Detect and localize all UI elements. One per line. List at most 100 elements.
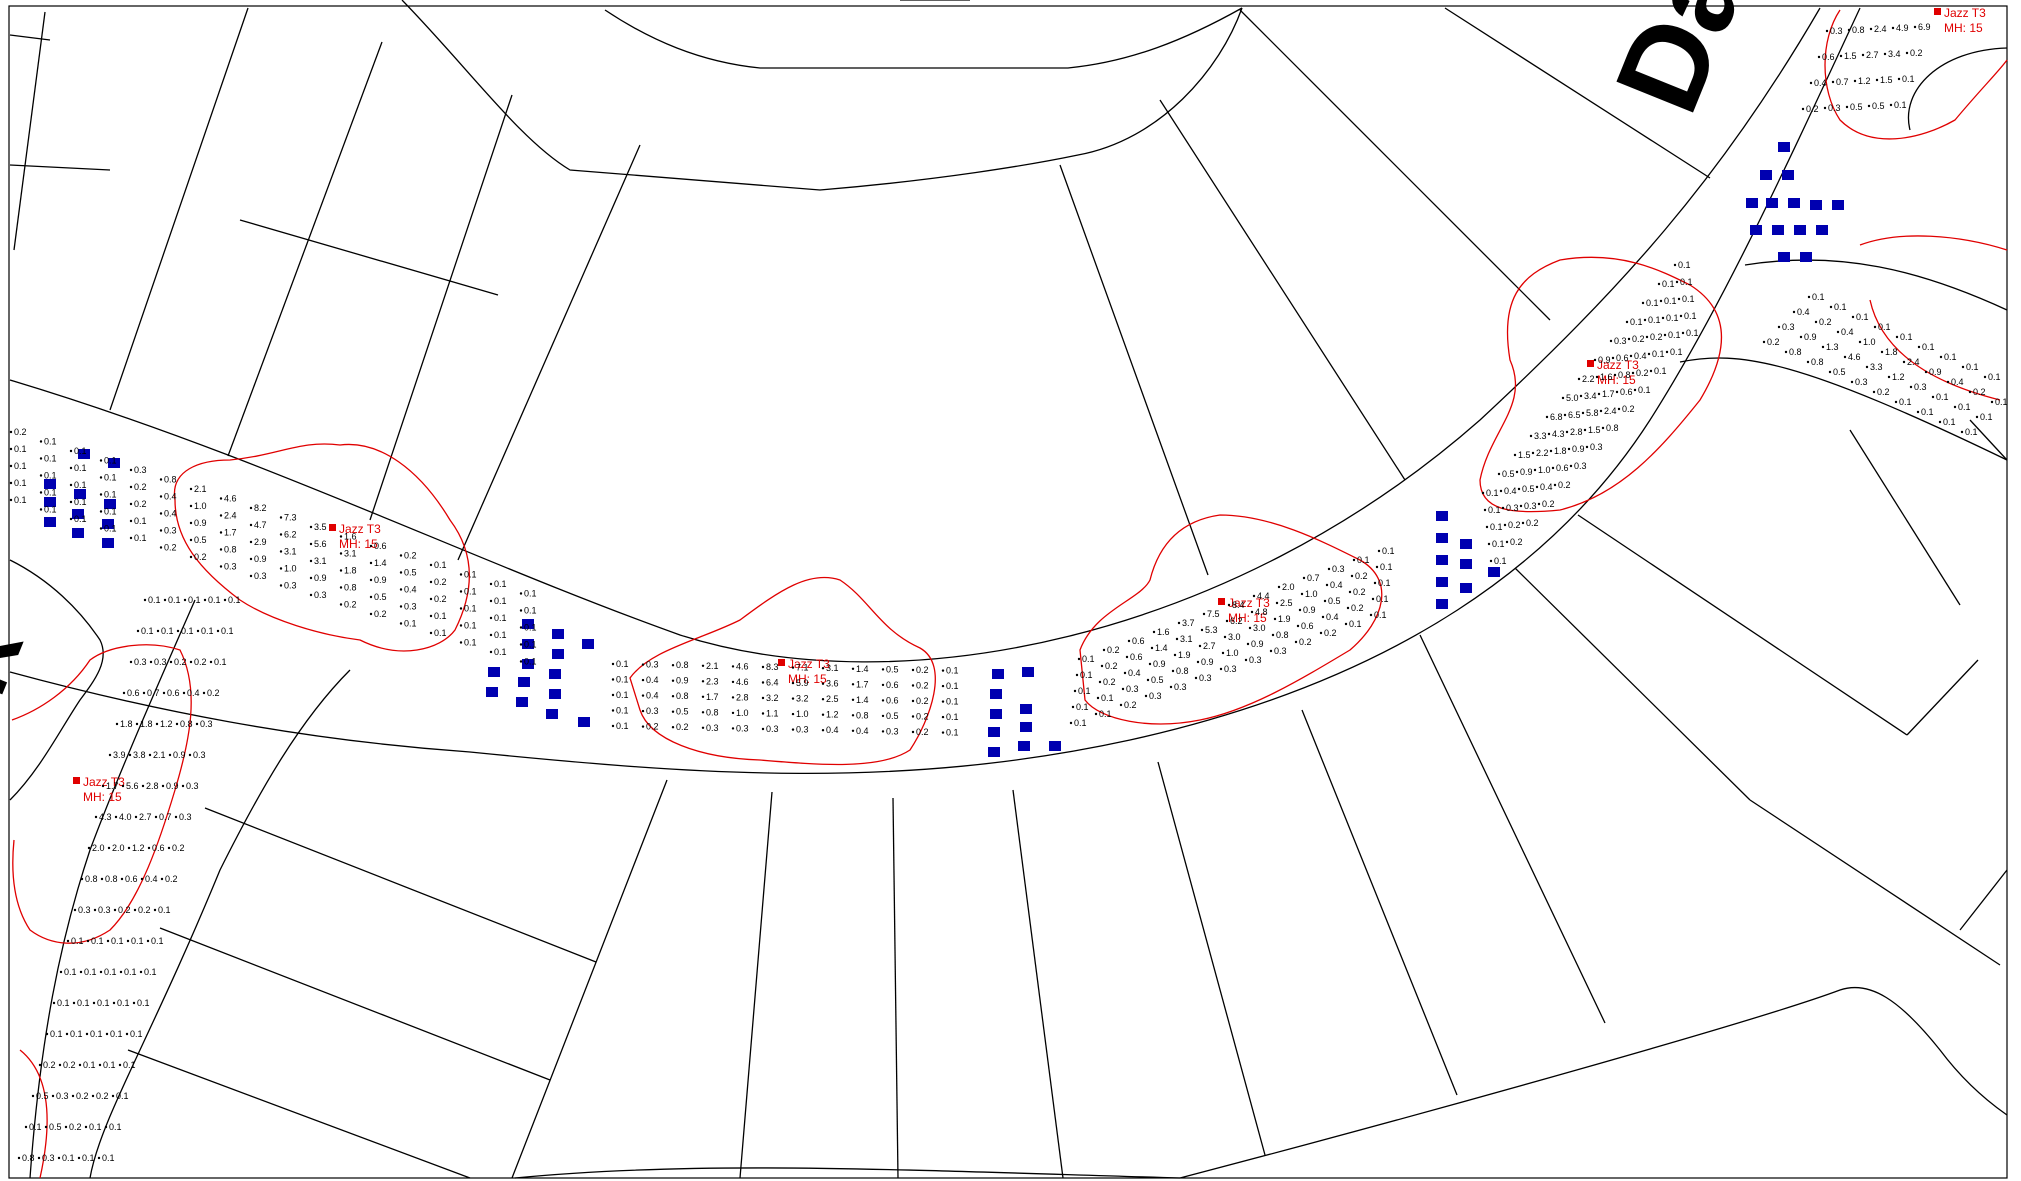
- calc-point-value: 0.4: [164, 492, 177, 502]
- calc-point-dot: [731, 696, 735, 699]
- calc-point-value: 3.3: [1870, 362, 1883, 372]
- calc-point-value: 1.0: [736, 708, 749, 718]
- calc-point-value: 7.1: [796, 663, 809, 673]
- calc-point-dot: [1499, 489, 1503, 493]
- calc-point-dot: [44, 1125, 48, 1129]
- calc-point-value: 0.3: [646, 660, 659, 670]
- calc-point-dot: [701, 695, 705, 698]
- calc-point-dot: [1853, 79, 1857, 83]
- calc-point-value: 0.1: [434, 611, 447, 621]
- pole-marker: [1772, 225, 1784, 235]
- calc-point-dot: [1227, 603, 1231, 607]
- calc-point-dot: [1643, 318, 1647, 322]
- calc-point-dot: [113, 908, 117, 912]
- calc-point-value: 0.2: [1526, 518, 1539, 528]
- calc-point-dot: [821, 667, 825, 670]
- calc-point-value: 0.1: [1349, 619, 1362, 629]
- calc-point-value: 0.2: [1299, 637, 1312, 647]
- calc-point-value: 0.1: [1894, 100, 1907, 110]
- pole-marker: [102, 519, 114, 529]
- calc-point-value: 0.1: [1686, 328, 1699, 338]
- calc-point-dot: [1583, 428, 1587, 432]
- calc-point-value: 0.1: [188, 595, 201, 605]
- calc-point-dot: [1883, 52, 1887, 56]
- calc-point-dot: [1252, 594, 1256, 598]
- calc-point-value: 1.7: [224, 528, 237, 538]
- calc-point-dot: [279, 567, 283, 570]
- calc-point-dot: [1377, 549, 1381, 553]
- calc-point-value: 6.4: [766, 678, 779, 688]
- calc-point-dot: [1077, 657, 1081, 661]
- calc-point-value: 0.1: [208, 595, 221, 605]
- pole-marker: [1049, 741, 1061, 751]
- calc-point-dot: [1102, 648, 1106, 652]
- calc-point-dot: [129, 536, 133, 540]
- calc-point-value: 0.1: [14, 461, 27, 471]
- luminaire-icon: [1934, 8, 1941, 15]
- calc-point-dot: [1673, 263, 1677, 267]
- calc-point-value: 0.9: [1598, 355, 1611, 365]
- calc-point-value: 0.2: [63, 1060, 76, 1070]
- calc-point-value: 0.1: [1082, 654, 1095, 664]
- calc-point-value: 0.1: [494, 596, 507, 606]
- calc-point-value: 0.3: [1149, 691, 1162, 701]
- calc-point-dot: [1069, 721, 1073, 725]
- pole-marker: [1436, 533, 1448, 543]
- calc-point-value: 0.1: [97, 998, 110, 1008]
- calc-point-dot: [459, 590, 463, 593]
- calc-point-dot: [1861, 53, 1865, 57]
- calc-point-value: 0.3: [42, 1153, 55, 1163]
- calc-point-value: 0.1: [1878, 322, 1891, 332]
- calc-point-dot: [641, 709, 645, 713]
- calc-point-value: 0.1: [1074, 718, 1087, 728]
- contour-left-street: [11, 644, 192, 944]
- calc-point-value: 8.4: [1232, 600, 1245, 610]
- pole-marker: [1488, 567, 1500, 577]
- calc-point-value: 0.1: [524, 657, 537, 667]
- pole-marker: [1436, 577, 1448, 587]
- calc-point-dot: [641, 725, 645, 728]
- calc-point-dot: [1567, 447, 1571, 451]
- calc-point-value: 0.6: [886, 680, 899, 690]
- calc-point-dot: [249, 523, 253, 527]
- side-street-left-edge2: [29, 599, 196, 1179]
- calc-point-value: 0.2: [1353, 587, 1366, 597]
- calc-point-dot: [1784, 350, 1788, 354]
- calc-point-value: 1.1: [766, 709, 779, 719]
- calc-point-value: 2.4: [1907, 357, 1920, 367]
- calc-point-dot: [162, 691, 166, 695]
- calc-point-value: 0.9: [1804, 332, 1817, 342]
- calc-point-value: 0.3: [134, 465, 147, 475]
- calc-point-value: 0.2: [1105, 661, 1118, 671]
- calc-point-value: 1.5: [1880, 75, 1893, 85]
- calc-point-dot: [114, 815, 118, 819]
- calc-point-value: 0.5: [404, 568, 417, 578]
- calc-point-value: 0.2: [194, 657, 207, 667]
- calc-point-dot: [881, 714, 885, 718]
- calc-point-value: 2.8: [736, 692, 749, 702]
- lot-line: [1059, 164, 1209, 576]
- calc-point-value: 0.8: [164, 475, 177, 485]
- calc-point-value: 0.1: [123, 1060, 136, 1070]
- calc-point-dot: [85, 1032, 89, 1036]
- calc-point-dot: [136, 629, 140, 633]
- calc-point-dot: [611, 693, 615, 697]
- pole-marker: [549, 669, 561, 679]
- calc-point-dot: [9, 464, 13, 468]
- calc-point-dot: [209, 660, 213, 664]
- calc-point-dot: [1545, 415, 1549, 419]
- calc-point-value: 0.8: [105, 874, 118, 884]
- luminaire-label: Jazz T3: [1944, 6, 1986, 20]
- calc-point-dot: [59, 970, 63, 974]
- calc-point-value: 0.3: [78, 905, 91, 915]
- calc-point-dot: [219, 565, 223, 568]
- pole-marker: [1750, 225, 1762, 235]
- calc-point-dot: [489, 616, 493, 620]
- calc-point-dot: [69, 483, 73, 487]
- calc-point-dot: [1961, 365, 1965, 369]
- calc-point-value: 0.1: [1078, 686, 1091, 696]
- calc-point-value: 1.2: [132, 843, 145, 853]
- calc-point-dot: [1629, 354, 1633, 358]
- calc-point-value: 0.1: [1664, 296, 1677, 306]
- pole-marker: [1460, 583, 1472, 593]
